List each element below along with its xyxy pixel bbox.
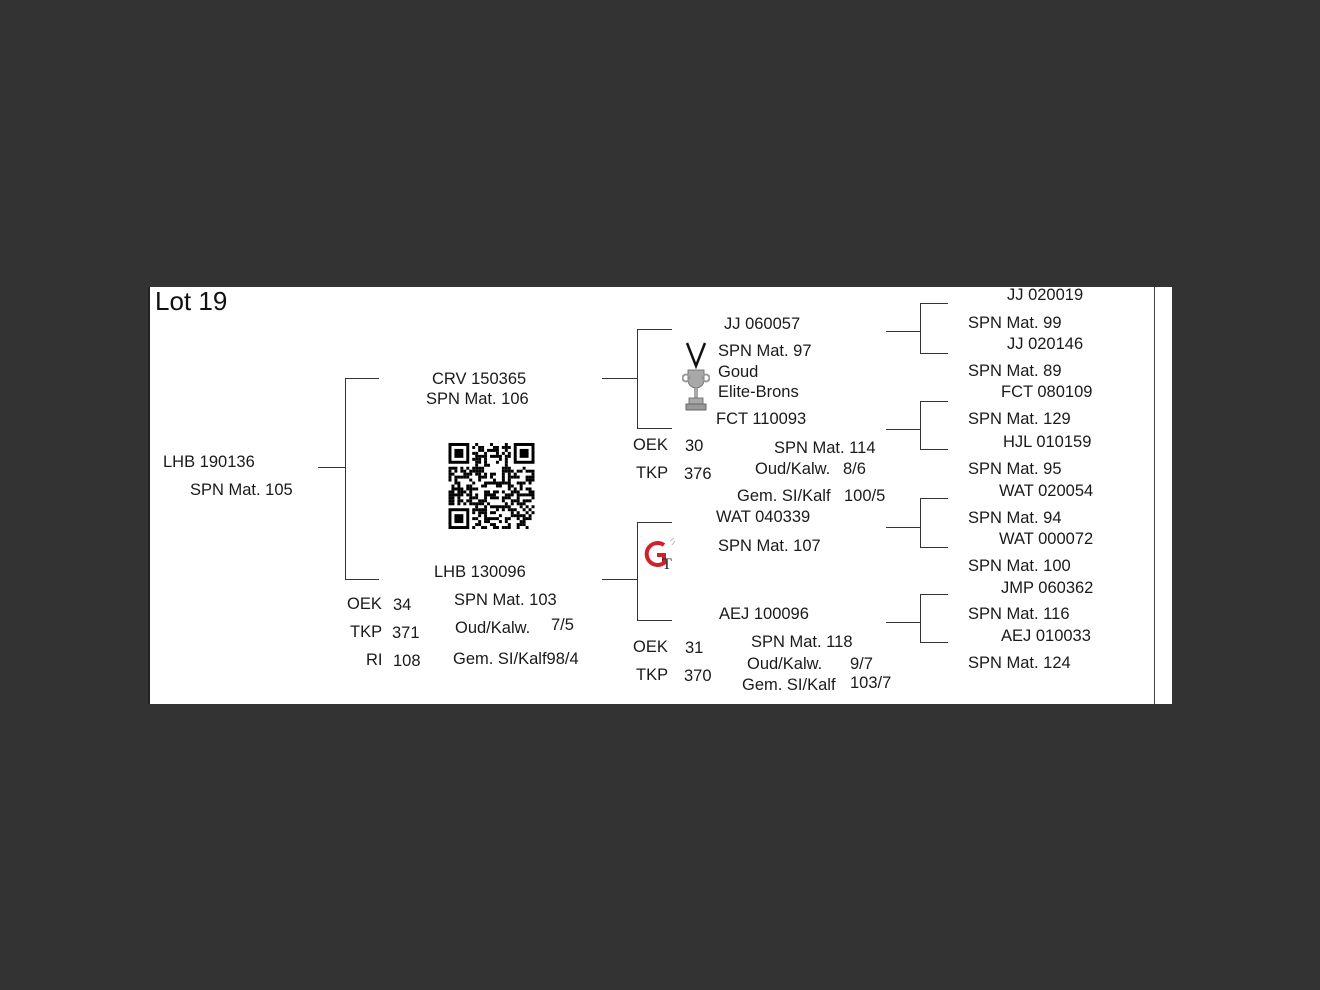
ri-value: 108 xyxy=(393,652,421,670)
connector-line xyxy=(602,579,637,580)
connector-line xyxy=(920,401,948,402)
gen4-spn: SPN Mat. 95 xyxy=(968,460,1062,478)
connector-line xyxy=(920,498,948,499)
gen4-spn: SPN Mat. 124 xyxy=(968,654,1071,672)
oud-value: 9/7 xyxy=(850,655,873,673)
gem-value: 103/7 xyxy=(850,674,892,692)
gem-value: Gem. SI/Kalf98/4 xyxy=(453,650,579,668)
connector-line xyxy=(920,594,921,643)
sd-id: FCT 110093 xyxy=(716,410,807,428)
oud-value: 8/6 xyxy=(843,460,866,478)
dd-spn: SPN Mat. 118 xyxy=(751,633,853,651)
page-border-left xyxy=(148,287,150,704)
svg-text:T: T xyxy=(662,556,672,571)
tkp-value: 376 xyxy=(684,465,712,483)
gen4-id: JMP 060362 xyxy=(1001,579,1094,597)
sire-id: CRV 150365 xyxy=(432,370,527,388)
gen4-spn: SPN Mat. 129 xyxy=(968,410,1071,428)
qr-code[interactable] xyxy=(448,443,535,529)
gen4-spn: SPN Mat. 89 xyxy=(968,362,1062,380)
connector-line xyxy=(920,498,921,548)
tkp-label: TKP xyxy=(636,666,669,684)
ss-id: JJ 060057 xyxy=(724,315,801,333)
animal-id: LHB 190136 xyxy=(163,453,255,471)
gt-logo-icon: T xyxy=(644,537,676,571)
gen4-spn: SPN Mat. 99 xyxy=(968,314,1062,332)
connector-line xyxy=(345,378,379,379)
connector-line xyxy=(920,303,948,304)
page-border-right xyxy=(1154,287,1155,704)
connector-line xyxy=(637,329,672,330)
connector-line xyxy=(345,378,346,580)
connector-line xyxy=(920,449,948,450)
trophy-icon xyxy=(682,342,710,411)
gen4-id: WAT 020054 xyxy=(999,482,1094,500)
award-goud: Goud xyxy=(718,363,759,381)
ds-id: WAT 040339 xyxy=(716,508,811,526)
connector-line xyxy=(637,522,638,621)
connector-line xyxy=(920,353,948,354)
gen4-spn: SPN Mat. 94 xyxy=(968,509,1062,527)
sd-spn: SPN Mat. 114 xyxy=(774,439,876,457)
connector-line xyxy=(637,329,638,429)
connector-line xyxy=(637,620,672,621)
ds-spn: SPN Mat. 107 xyxy=(718,537,821,555)
connector-line xyxy=(886,331,920,332)
gen4-spn: SPN Mat. 116 xyxy=(968,605,1070,623)
dam-id: LHB 130096 xyxy=(434,563,526,581)
gen4-id: FCT 080109 xyxy=(1001,383,1093,401)
oek-value: 34 xyxy=(393,596,412,614)
connector-line xyxy=(886,622,920,623)
connector-line xyxy=(602,378,637,379)
sire-spn: SPN Mat. 106 xyxy=(426,390,529,408)
pedigree-page: Lot 19 xyxy=(148,287,1172,704)
connector-line xyxy=(920,594,948,595)
tkp-value: 371 xyxy=(392,624,420,642)
connector-line xyxy=(920,303,921,354)
dd-id: AEJ 100096 xyxy=(719,605,809,623)
oek-value: 31 xyxy=(685,639,704,657)
tkp-value: 370 xyxy=(684,667,712,685)
connector-line xyxy=(637,428,672,429)
gem-label: Gem. SI/Kalf xyxy=(737,487,831,505)
gen4-id: WAT 000072 xyxy=(999,530,1094,548)
connector-line xyxy=(920,547,948,548)
oud-label: Oud/Kalw. xyxy=(747,655,823,673)
connector-line xyxy=(318,467,345,468)
oud-label: Oud/Kalw. xyxy=(755,460,831,478)
gen4-id: JJ 020019 xyxy=(1007,286,1084,304)
oud-value: 7/5 xyxy=(551,616,574,634)
oek-label: OEK xyxy=(633,436,668,454)
animal-spn: SPN Mat. 105 xyxy=(190,481,293,499)
tkp-label: TKP xyxy=(350,623,383,641)
gem-value: 100/5 xyxy=(844,487,886,505)
ri-label: RI xyxy=(366,651,383,669)
award-elite-brons: Elite-Brons xyxy=(718,383,799,401)
oek-value: 30 xyxy=(685,437,704,455)
gen4-id: HJL 010159 xyxy=(1003,433,1092,451)
gem-label: Gem. SI/Kalf xyxy=(742,676,836,694)
gen4-id: AEJ 010033 xyxy=(1001,627,1091,645)
oek-label: OEK xyxy=(633,638,668,656)
connector-line xyxy=(920,642,948,643)
connector-line xyxy=(886,429,920,430)
oek-label: OEK xyxy=(347,595,382,613)
connector-line xyxy=(345,579,379,580)
dam-spn: SPN Mat. 103 xyxy=(454,591,557,609)
gen4-id: JJ 020146 xyxy=(1007,335,1084,353)
connector-line xyxy=(920,401,921,450)
gen4-spn: SPN Mat. 100 xyxy=(968,557,1071,575)
connector-line xyxy=(886,527,920,528)
tkp-label: TKP xyxy=(636,464,669,482)
lot-title: Lot 19 xyxy=(155,286,228,316)
connector-line xyxy=(637,522,672,523)
oud-label: Oud/Kalw. xyxy=(455,619,531,637)
ss-spn: SPN Mat. 97 xyxy=(718,342,812,360)
